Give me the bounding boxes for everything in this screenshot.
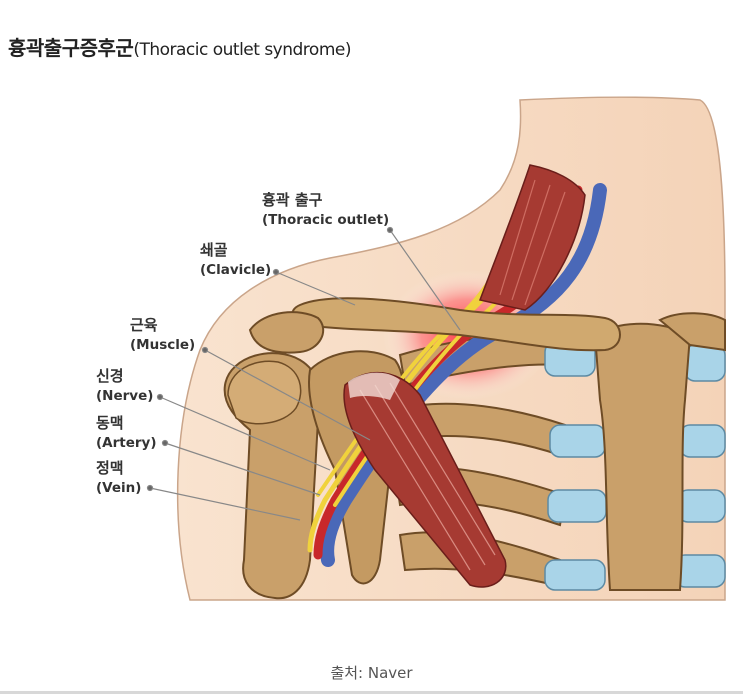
humerus-head — [227, 360, 302, 425]
title-english: (Thoracic outlet syndrome) — [133, 40, 351, 60]
label-nerve-ko: 신경 — [96, 367, 124, 385]
label-artery-ko: 동맥 — [96, 414, 124, 432]
bottom-divider — [0, 691, 743, 694]
label-vein: 정맥 (Vein) — [96, 458, 141, 498]
acromion — [248, 311, 325, 354]
label-clavicle: 쇄골 (Clavicle) — [200, 240, 271, 280]
label-muscle: 근육 (Muscle) — [130, 315, 195, 355]
label-vein-en: (Vein) — [96, 480, 142, 496]
label-artery-en: (Artery) — [96, 435, 157, 451]
label-artery: 동맥 (Artery) — [96, 413, 157, 453]
label-thoracic-outlet: 흉곽 출구 (Thoracic outlet) — [262, 190, 389, 230]
label-thoracic-outlet-ko: 흉곽 출구 — [262, 191, 323, 209]
source-caption: 출처: Naver — [330, 664, 413, 682]
label-nerve: 신경 (Nerve) — [96, 366, 153, 406]
label-nerve-en: (Nerve) — [96, 388, 154, 404]
title-korean: 흉곽출구증후군 — [8, 36, 134, 60]
page-title: 흉곽출구증후군(Thoracic outlet syndrome) — [8, 32, 351, 61]
label-vein-ko: 정맥 — [96, 459, 124, 477]
label-muscle-ko: 근육 — [130, 316, 158, 334]
leader-lines — [146, 226, 461, 521]
label-thoracic-outlet-en: (Thoracic outlet) — [262, 212, 390, 228]
sternum — [593, 322, 692, 591]
label-clavicle-en: (Clavicle) — [200, 262, 272, 278]
label-clavicle-ko: 쇄골 — [200, 241, 228, 259]
label-muscle-en: (Muscle) — [130, 337, 196, 353]
